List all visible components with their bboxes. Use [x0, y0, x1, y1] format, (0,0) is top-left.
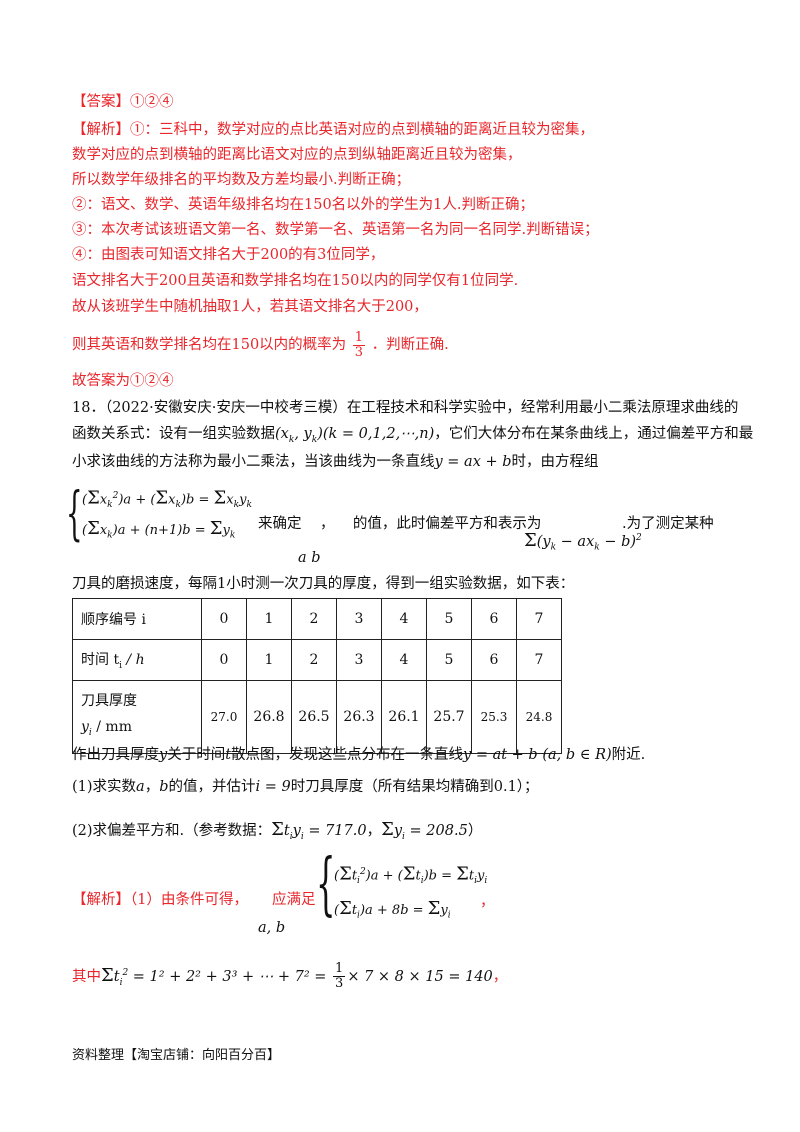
q18-line-5: 刀具的磨损速度，每隔1小时测一次刀具的厚度，得到一组实验数据，如下表：: [72, 576, 575, 592]
analysis-line-5: ③：本次考试该班语文第一名、数学第一名、英语第一名为同一名同学.判断错误；: [72, 222, 599, 238]
answer-value: ①②④: [130, 94, 174, 110]
ab-labels: a b: [298, 550, 321, 566]
table-header-cell: 顺序编号 i: [72, 598, 202, 640]
answer-label: 【答案】: [72, 94, 130, 110]
left-brace-2: {: [316, 845, 336, 924]
analysis-line-8: 故从该班学生中随机抽取1人，若其语文排名大于200，: [72, 299, 428, 315]
left-brace: {: [66, 479, 83, 547]
conclusion-line: 故答案为①②④: [72, 373, 174, 389]
analysis-line-6: ④：由图表可知语文排名大于200的有3位同学，: [72, 247, 385, 263]
question-2: (2)求偏差平方和.（参考数据：Σtiyi = 717.0，Σyi = 208.…: [72, 819, 483, 842]
solution-line: 【解析】（1）由条件可得，: [72, 892, 248, 908]
solution-system: (Σti2)a + (Σti)b = Σtiyi (Σti)a + 8b = Σ…: [334, 863, 488, 921]
footer-note: 资料整理【淘宝店铺：向阳百分百】: [72, 1048, 281, 1063]
answer-line: 【答案】①②④: [72, 92, 174, 112]
analysis-line-4: ②：语文、数学、英语年级排名均在150名以外的学生为1人.判断正确；: [72, 197, 535, 213]
q18-line-3: 小求该曲线的方法称为最小二乘法，当该曲线为一条直线y = ax + b时，由方程…: [72, 454, 599, 470]
system-tail: .为了测定某种: [622, 516, 714, 532]
analysis-line-1: 【解析】①：三科中，数学对应的点比英语对应的点到横轴的距离近且较为密集，: [72, 122, 594, 138]
q18-line-1: 18．（2022·安徽安庆·安庆一中校考三模）在工程技术和科学实验中，经常利用最…: [72, 400, 739, 416]
analysis-line-3: 所以数学年级排名的平均数及方差均最小.判断正确；: [72, 172, 411, 188]
analysis-line-7: 语文排名大于200且英语和数学排名均在150以内的同学仅有1位同学.: [72, 273, 519, 289]
data-set-expr: (xk, yk)(k = 0,1,2,⋯,n): [275, 426, 435, 445]
table-header-cell: 时间 ti / h: [72, 639, 202, 681]
analysis-line-2: 数学对应的点到横轴的距离比语文对应的点到纵轴距离近且较为密集，: [72, 147, 522, 163]
question-1: (1)求实数a，b的值，并估计i = 9时刀具厚度（所有结果均精确到0.1）；: [72, 779, 539, 795]
solution-comma: ，: [480, 894, 495, 910]
ab-solution-label: a, b: [258, 920, 286, 936]
must-satisfy: 应满足: [272, 892, 316, 908]
line-equation: y = ax + b: [434, 454, 512, 470]
scatter-description: 作出刀具厚度y关于时间t散点图，发现这些点分布在一条直线y = at + b (…: [72, 747, 646, 763]
analysis-label: 【解析】: [72, 122, 130, 138]
deviation-sum-expr: Σ(yk − axk − b)2: [524, 529, 642, 553]
equation-system: (Σxk2)a + (Σxk)b = Σxkyk (Σxk)a + (n+1)b…: [82, 487, 252, 541]
system-caption: 来确定 ， 的值，此时偏差平方和表示为: [258, 516, 542, 532]
q18-line-2: 函数关系式：设有一组实验数据(xk, yk)(k = 0,1,2,⋯,n)，它们…: [72, 426, 754, 445]
solution-label: 【解析】: [72, 892, 130, 908]
